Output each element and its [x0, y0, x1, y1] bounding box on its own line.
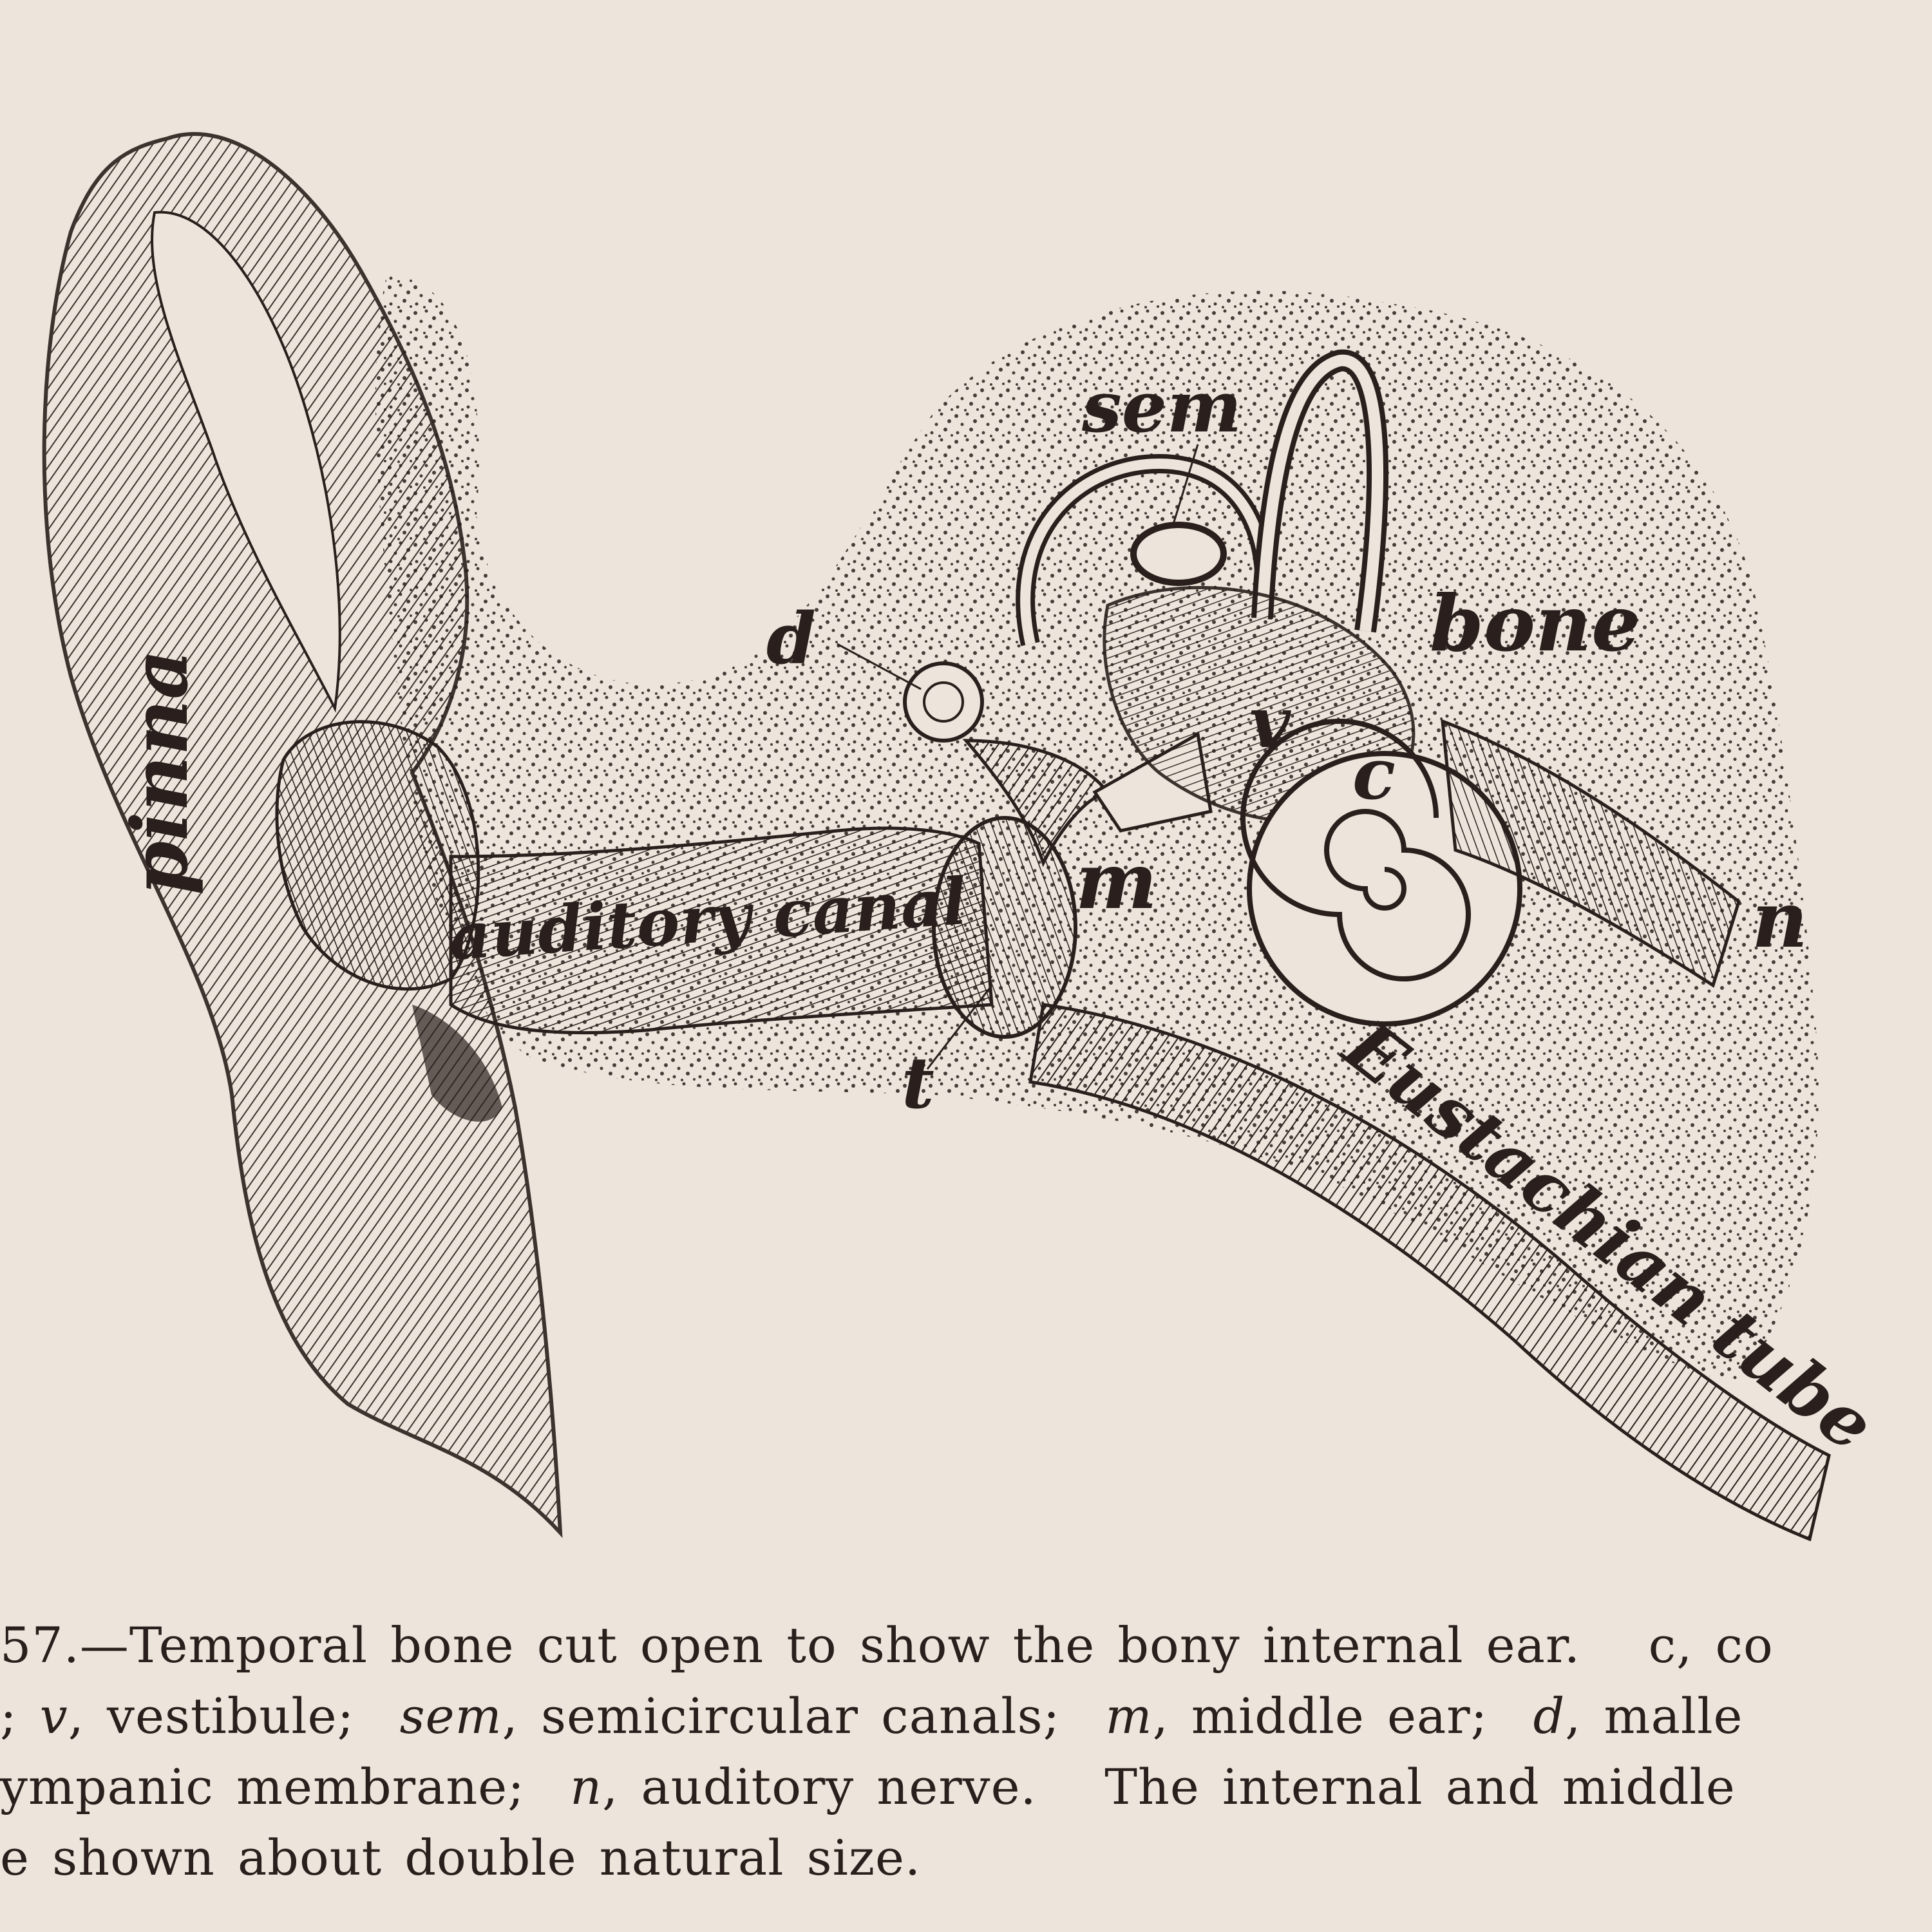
- incus: [962, 739, 1111, 867]
- caption-term-v: v: [39, 1687, 68, 1745]
- label-n: n: [1752, 875, 1808, 965]
- caption-term-m: m: [1105, 1687, 1153, 1745]
- pinna-rim: [151, 211, 341, 713]
- ear-anatomy-illustration: pinna auditory canal sem bone d v c m n …: [42, 131, 1889, 1542]
- leader-d: [837, 643, 922, 690]
- caption-term-n: n: [570, 1758, 603, 1815]
- label-pinna: pinna: [115, 649, 205, 895]
- temporal-bone-stipple: [375, 276, 1819, 1385]
- caption-term-sem: sem: [399, 1687, 502, 1745]
- auditory-nerve: [1441, 719, 1741, 988]
- caption-line-3-b: , auditory nerve. The internal and middl…: [602, 1758, 1736, 1815]
- label-m: m: [1075, 836, 1157, 927]
- eustachian-tube: [1028, 1003, 1831, 1542]
- label-d: d: [766, 597, 816, 680]
- caption-line-2-c: , middle ear;: [1152, 1687, 1533, 1745]
- caption-line-2: ; v, vestibule; sem, semicircular canals…: [0, 1687, 1743, 1745]
- label-v: v: [1249, 681, 1291, 764]
- leader-sem: [1171, 444, 1199, 529]
- figure-caption: 57.—Temporal bone cut open to show the b…: [0, 1591, 1932, 1926]
- malleus: [903, 661, 984, 743]
- label-sem: sem: [1081, 365, 1242, 448]
- caption-line-4: e shown about double natural size.: [0, 1829, 922, 1886]
- caption-line-2-pre: ;: [0, 1687, 40, 1745]
- cochlea-spiral: [1240, 719, 1471, 981]
- label-t: t: [902, 1041, 934, 1124]
- caption-line-2-e: , malle: [1565, 1687, 1743, 1745]
- label-bone: bone: [1430, 578, 1641, 669]
- caption-term-d: d: [1533, 1687, 1566, 1745]
- label-c: c: [1352, 732, 1396, 815]
- semicircular-canal-3: [1130, 522, 1227, 586]
- caption-line-2-a: , vestibule;: [68, 1687, 400, 1745]
- tympanic-membrane: [932, 816, 1077, 1039]
- caption-line-2-b: , semicircular canals;: [502, 1687, 1106, 1745]
- leader-t: [926, 985, 993, 1070]
- caption-line-3: ympanic membrane; n, auditory nerve. The…: [0, 1758, 1736, 1815]
- caption-line-1: 57.—Temporal bone cut open to show the b…: [0, 1616, 1774, 1674]
- caption-line-3-a: ympanic membrane;: [0, 1758, 571, 1815]
- ear-lobe: [412, 1005, 502, 1122]
